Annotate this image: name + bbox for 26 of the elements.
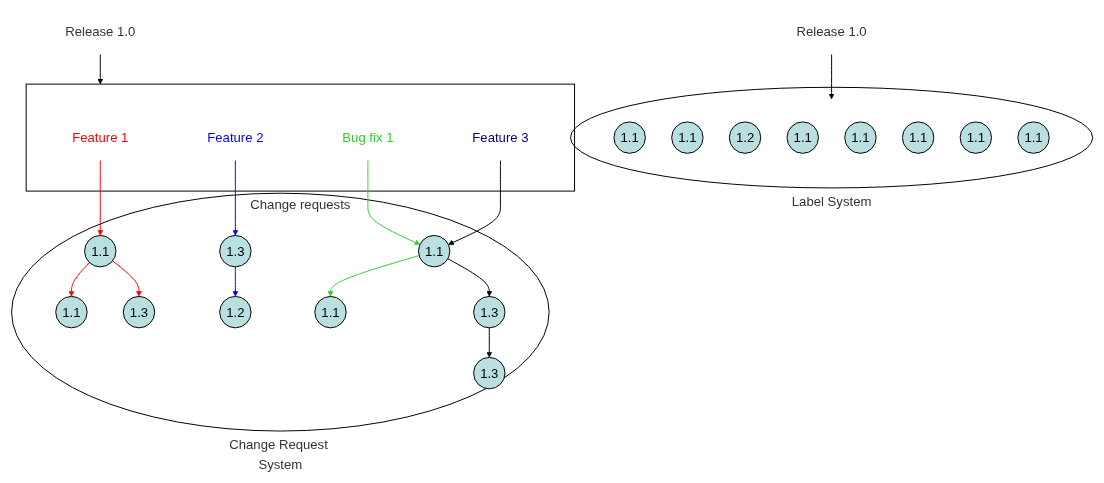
node-circle: 1.3 (472, 295, 506, 329)
node-label: Change Request System (229, 437, 328, 472)
node-circle: 1.1 (417, 234, 451, 268)
node-circle: 1.1 (671, 121, 704, 154)
node-circle: 1.1 (1017, 121, 1050, 154)
node-text: Feature 1 (72, 130, 129, 145)
node-text: Bug fix 1 (342, 130, 394, 145)
node-label: Change requests (250, 197, 351, 213)
node-text: Release 1.0 (796, 24, 867, 39)
node-circle: 1.2 (728, 121, 762, 154)
node-circle: 1.1 (613, 121, 646, 154)
node-circle: 1.1 (844, 121, 877, 154)
node-circle: 1.3 (472, 356, 506, 390)
node-circle: 1.1 (55, 295, 88, 329)
node-circle: 1.2 (219, 295, 252, 329)
node-text: Release 1.0 (65, 24, 136, 39)
node-circle: 1.1 (959, 121, 992, 154)
node-circle: 1.1 (314, 295, 347, 329)
node-circle: 1.1 (901, 121, 935, 154)
node-text: Feature 3 (472, 130, 529, 145)
node-circle: 1.1 (786, 121, 819, 154)
node-label: Label System (791, 194, 872, 209)
node-text: Feature 2 (207, 130, 264, 145)
node-circle: 1.3 (219, 234, 252, 268)
node-circle: 1.1 (83, 234, 117, 268)
node-circle: 1.3 (122, 295, 156, 329)
